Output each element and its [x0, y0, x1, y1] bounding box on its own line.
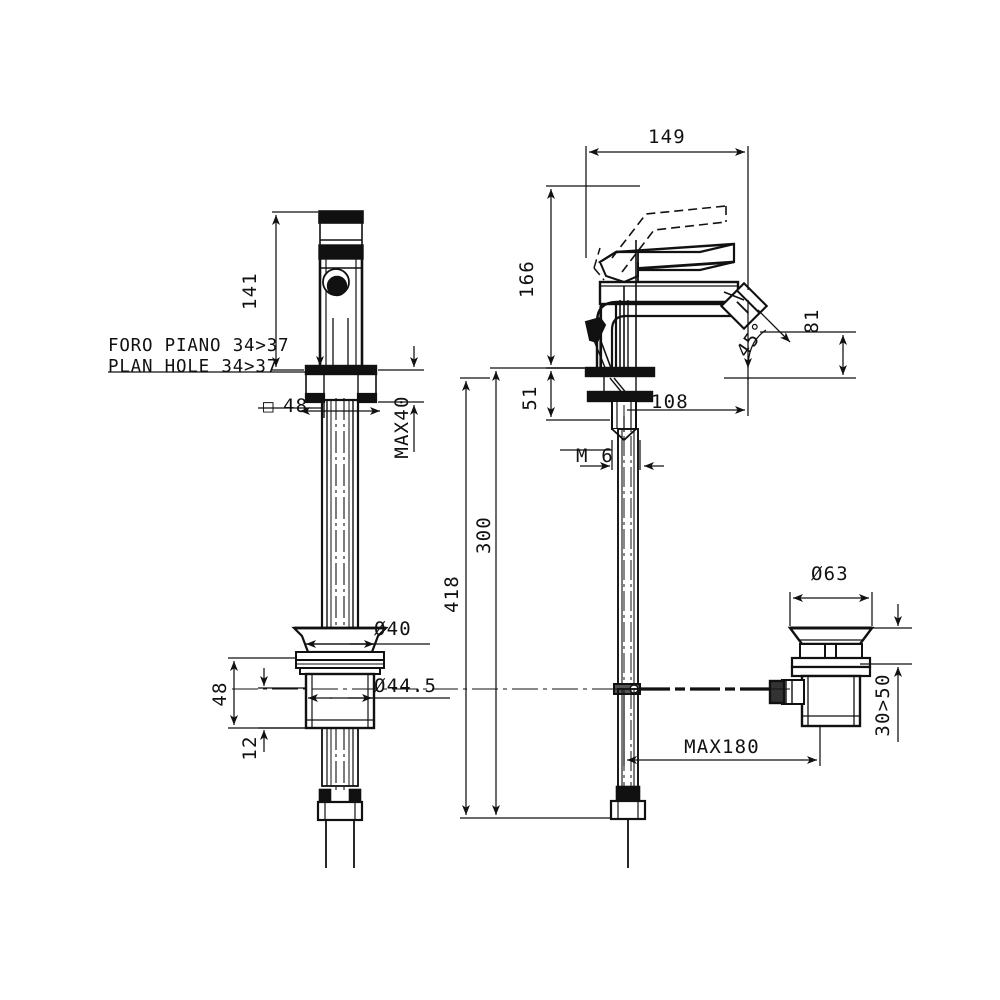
- dim-flange-dia-63: Ø63: [811, 563, 849, 585]
- right-view-geometry: [584, 205, 778, 868]
- dim-thread-m6: M 6: [576, 445, 614, 467]
- note-plan-hole-en: PLAN HOLE 34>37: [108, 357, 278, 377]
- dim-shank-48: 48: [209, 681, 231, 706]
- dim-max40: MAX40: [391, 395, 413, 458]
- dim-hose-300: 300: [473, 516, 495, 554]
- left-view-geometry: [291, 210, 389, 868]
- dim-spout-reach-149: 149: [648, 126, 686, 148]
- dim-thickness-30-50: 30>50: [872, 673, 894, 736]
- dim-total-418: 418: [441, 575, 463, 613]
- dim-rod-max180: MAX180: [684, 736, 760, 758]
- left-view-dimensions: [108, 211, 450, 752]
- square-symbol-48: □: [263, 397, 274, 417]
- right-view-dimensions: [460, 146, 856, 819]
- drawing-text-labels: FORO PIANO 34>37 PLAN HOLE 34>37 141 □ 4…: [108, 126, 894, 761]
- waste-geometry: [768, 626, 875, 728]
- note-plan-hole-it: FORO PIANO 34>37: [108, 336, 289, 356]
- dim-dia-44-5: Ø44.5: [374, 675, 437, 697]
- dim-aerator-height-81: 81: [801, 308, 823, 333]
- waste-dimensions: [623, 592, 912, 766]
- dim-thread-12: 12: [239, 735, 261, 760]
- dim-square-48: 48: [283, 395, 308, 417]
- dim-dia-40: Ø40: [374, 618, 412, 640]
- dim-spout-height-166: 166: [516, 260, 538, 298]
- dim-base-height-51: 51: [519, 385, 541, 410]
- dim-body-base-108: 108: [651, 391, 689, 413]
- dim-body-height-141: 141: [239, 272, 261, 310]
